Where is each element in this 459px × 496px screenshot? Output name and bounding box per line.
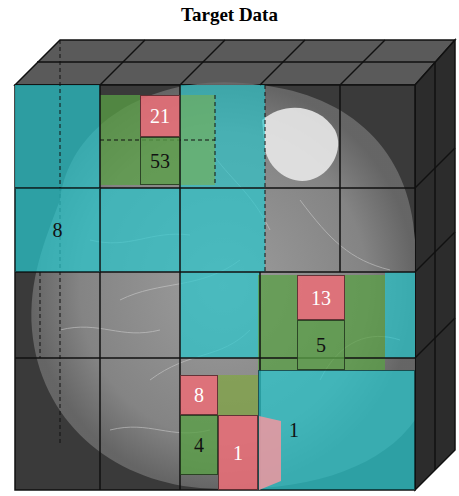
cell-count: 4 (194, 435, 204, 455)
airway-blob (262, 108, 338, 181)
branch-cell: 4 (180, 415, 218, 475)
leaf-cell: 13 (297, 275, 345, 320)
cell-count: 53 (150, 151, 170, 171)
branch-cell: 5 (297, 320, 345, 370)
cell-count: 8 (194, 385, 204, 405)
title-box: Target Data (0, 4, 459, 26)
cell-count: 5 (316, 335, 326, 355)
leaf-cell: 1 (218, 415, 258, 490)
octree-cells (15, 85, 415, 415)
cube-side-face (415, 40, 455, 490)
branch-cell: 53 (140, 137, 180, 185)
grid-lines (15, 40, 455, 490)
cell-count: 1 (233, 443, 243, 463)
leaf-cell: 21 (140, 95, 180, 137)
coarse-cell: 1 (258, 370, 415, 490)
cell-count: 13 (311, 288, 331, 308)
coarse-cell: 8 (15, 188, 100, 272)
cell-count: 8 (53, 220, 63, 240)
figure-title: Target Data (181, 4, 278, 25)
cell-count: 21 (150, 106, 170, 126)
cell-count: 1 (289, 420, 299, 440)
leaf-cell: 8 (180, 375, 218, 415)
cube-top-face (15, 40, 455, 85)
